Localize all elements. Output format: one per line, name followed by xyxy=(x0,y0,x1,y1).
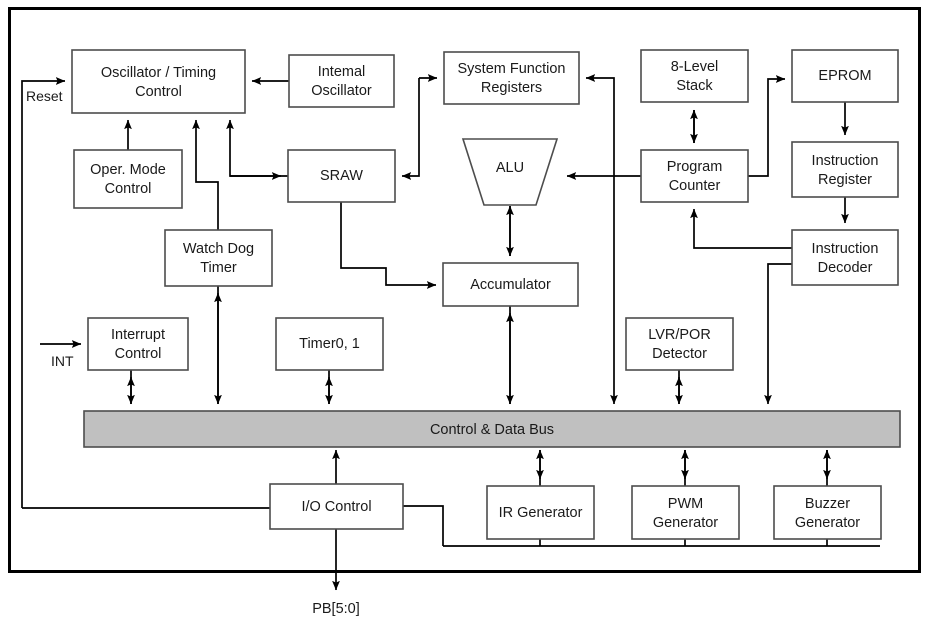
block-sraw[interactable]: SRAW xyxy=(287,149,396,203)
wire-decoder-to-pc xyxy=(690,208,792,249)
block-accumulator[interactable]: Accumulator xyxy=(442,262,579,307)
block-system-function-registers[interactable]: System Function Registers xyxy=(443,51,580,105)
wire-reset-to-oscillator xyxy=(21,77,66,508)
block-label-line2: Control xyxy=(105,181,152,197)
block-watch-dog-timer[interactable]: Watch Dog Timer xyxy=(164,229,273,287)
block-label-line1: Intemal xyxy=(318,64,366,80)
block-io-control[interactable]: I/O Control xyxy=(269,483,404,530)
signal-label-reset: Reset xyxy=(26,88,63,104)
block-label-line1: Watch Dog xyxy=(183,241,254,257)
block-instruction-register[interactable]: Instruction Register xyxy=(791,141,899,198)
wire-pc-to-sfr xyxy=(585,74,615,176)
wire-pc-to-eprom xyxy=(748,75,786,177)
wire-oscillator-to-sraw xyxy=(226,119,288,177)
block-label: SRAW xyxy=(320,168,363,184)
block-label-line1: Instruction xyxy=(812,153,879,169)
block-label: EPROM xyxy=(818,68,871,84)
block-label-line1: 8-Level xyxy=(671,59,719,75)
control-data-bus[interactable]: Control & Data Bus xyxy=(83,410,901,448)
block-label-line2: Generator xyxy=(653,515,718,531)
block-alu[interactable]: ALU xyxy=(461,138,559,206)
signal-label-int: INT xyxy=(51,353,74,369)
block-buzzer-generator[interactable]: Buzzer Generator xyxy=(773,485,882,540)
block-label-line1: PWM xyxy=(668,496,703,512)
block-internal-oscillator[interactable]: Intemal Oscillator xyxy=(288,54,395,108)
signal-label-pb: PB[5:0] xyxy=(312,601,360,617)
block-label-line1: Interrupt xyxy=(111,327,165,343)
wire-watchdog-to-oscillator xyxy=(192,119,219,230)
bus-label: Control & Data Bus xyxy=(430,422,554,438)
diagram-frame xyxy=(8,7,921,573)
block-label-line1: System Function xyxy=(458,61,566,77)
block-label: I/O Control xyxy=(301,499,371,515)
wire-sraw-to-accumulator xyxy=(340,202,437,289)
block-ir-generator[interactable]: IR Generator xyxy=(486,485,595,540)
block-label-line2: Timer xyxy=(200,260,237,276)
block-8-level-stack[interactable]: 8-Level Stack xyxy=(640,49,749,103)
block-label-line2: Control xyxy=(135,84,182,100)
block-interrupt-control[interactable]: Interrupt Control xyxy=(87,317,189,371)
block-layer: Oscillator / Timing Control Oper. Mode C… xyxy=(71,49,901,540)
block-label-line2: Decoder xyxy=(818,260,873,276)
block-label-line2: Counter xyxy=(669,178,721,194)
block-label-line2: Oscillator xyxy=(311,83,372,99)
block-label-line1: LVR/POR xyxy=(648,327,711,343)
block-oper-mode-control[interactable]: Oper. Mode Control xyxy=(73,149,183,209)
signal-label-layer: Reset INT PB[5:0] xyxy=(26,88,360,617)
block-label-line2: Detector xyxy=(652,346,707,362)
block-timer0-1[interactable]: Timer0, 1 xyxy=(275,317,384,371)
block-oscillator-timing-control[interactable]: Oscillator / Timing Control xyxy=(71,49,246,114)
wire-io-to-generator-rail xyxy=(403,505,444,546)
block-label: IR Generator xyxy=(499,505,583,521)
block-label-line1: Oper. Mode xyxy=(90,162,166,178)
block-label-line2: Registers xyxy=(481,80,542,96)
block-instruction-decoder[interactable]: Instruction Decoder xyxy=(791,229,899,286)
block-lvr-por-detector[interactable]: LVR/POR Detector xyxy=(625,317,734,371)
block-label-line1: Instruction xyxy=(812,241,879,257)
block-label-line1: Program xyxy=(667,159,723,175)
wire-layer xyxy=(21,74,880,591)
block-label-line1: Buzzer xyxy=(805,496,850,512)
block-pwm-generator[interactable]: PWM Generator xyxy=(631,485,740,540)
block-label-line2: Register xyxy=(818,172,872,188)
block-label-line2: Control xyxy=(115,346,162,362)
block-label: Timer0, 1 xyxy=(299,336,360,352)
block-label-line1: Oscillator / Timing xyxy=(101,65,216,81)
block-label-line2: Stack xyxy=(676,78,713,94)
wire-sfr-to-sraw xyxy=(401,78,420,180)
block-eprom[interactable]: EPROM xyxy=(791,49,899,103)
block-label-line2: Generator xyxy=(795,515,860,531)
wire-decoder-to-bus xyxy=(764,263,792,405)
block-program-counter[interactable]: Program Counter xyxy=(640,149,749,203)
block-label: Accumulator xyxy=(470,277,551,293)
block-label: ALU xyxy=(496,160,524,176)
